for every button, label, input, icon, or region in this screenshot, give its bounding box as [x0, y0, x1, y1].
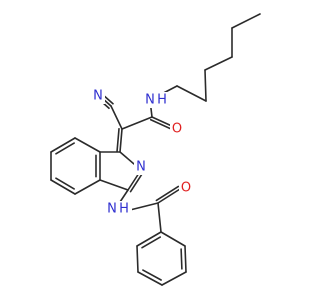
bond-benzo-4: [50, 137, 76, 153]
amide-hydrogen-label: H: [157, 93, 167, 108]
bond-c3-nh: [119, 189, 129, 203]
bond-alkene-c1-double: [116, 127, 120, 153]
bond-phenyl-1: [184, 245, 187, 273]
bond-phenyl-5: [136, 231, 162, 247]
ring-n-bg: [134, 159, 148, 175]
bond-nitrile-2: [103, 94, 114, 105]
nitrile-nitrogen-label: N: [93, 89, 103, 104]
bond-hexyl-3-4: [204, 56, 233, 71]
bond-carbonyl-o: [157, 188, 181, 204]
bond-c1-n2: [119, 151, 135, 165]
nitrile-n-bg: [91, 88, 105, 104]
amide-nitrogen-label: N: [145, 93, 155, 108]
bond-hexyl-2-3: [204, 69, 207, 102]
atom-label-layer: N N H O N N H O: [91, 88, 193, 217]
bond-phenyl-0: [160, 231, 186, 247]
benzamide-hydrogen-label: H: [119, 202, 129, 217]
bond-phenyl-inner-1: [180, 248, 183, 270]
bond-phenyl-inner-3: [141, 236, 162, 249]
bond-phenyl-2: [161, 271, 187, 286]
benzamide-nitrogen-label: N: [107, 202, 117, 217]
bond-nh-carbonyl: [129, 202, 159, 211]
bond-benzo-2: [50, 179, 76, 195]
bond-benzo-5: [74, 137, 101, 153]
bond-phenyl-4: [136, 245, 139, 273]
molecule-diagram: N N H O N N H O: [50, 13, 261, 286]
bond-hexyl-1-2: [176, 85, 207, 102]
bond-benzo-1: [74, 179, 101, 195]
bond-benzo-inner-1: [55, 177, 75, 190]
amide-oxygen-label: O: [172, 122, 182, 137]
bond-alkene-cyano: [110, 105, 123, 130]
bond-phenyl-inner-2: [142, 269, 162, 281]
bond-amide-c-o-double: [149, 118, 174, 131]
bond-layer: [50, 13, 261, 286]
bond-alkene-c1: [119, 128, 123, 153]
amide-nh-bg: [144, 92, 170, 108]
bond-benzo-inner-2: [55, 142, 75, 155]
isoindole-nitrogen-label: N: [136, 160, 146, 175]
bond-hexyl-5-6: [231, 13, 261, 29]
bond-alkene-amide: [121, 116, 153, 130]
bond-carbonyl-phenyl: [157, 202, 162, 233]
amide-o-bg: [170, 121, 184, 137]
benzamide-oxygen-label: O: [181, 181, 191, 196]
benzamide-nh-bg: [106, 201, 132, 217]
bond-c3-c3a: [99, 179, 129, 191]
bond-phenyl-3: [137, 271, 163, 286]
benzamide-o-bg: [179, 180, 193, 196]
bond-carbonyl-o-double: [155, 185, 180, 202]
